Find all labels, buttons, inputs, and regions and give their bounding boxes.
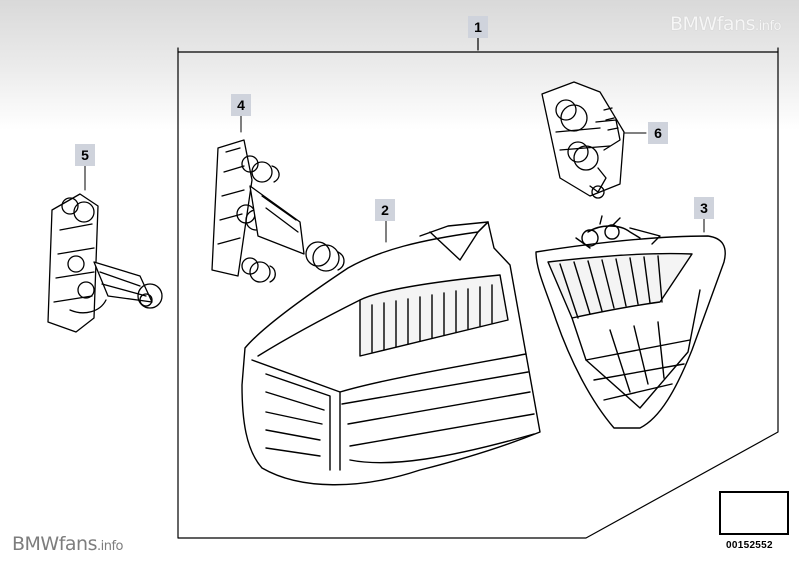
watermark-bottom-main: BMWfans [12,533,98,555]
inner-tail-light-drawing [535,215,726,429]
bulb-carrier-5-drawing [47,193,163,333]
callout-leaders [84,37,705,243]
outer-tail-light-drawing [241,221,541,486]
callout-2: 2 [375,199,395,221]
watermark-bottom: BMWfans.info [12,533,124,555]
callout-4: 4 [231,94,251,116]
watermark-bottom-suffix: .info [97,539,124,554]
callout-6: 6 [648,122,668,144]
reference-symbol-box [719,491,789,535]
assembly-frame [177,37,779,539]
watermark-top-main: BMWfans [669,13,756,35]
callout-1: 1 [468,16,488,38]
bulb-carrier-4-drawing [211,139,345,283]
watermark-top: BMWfans.info [669,13,782,35]
callout-5: 5 [75,144,95,166]
watermark-top-suffix: .info [754,19,782,34]
reference-number: 00152552 [726,540,773,551]
callout-3: 3 [694,197,714,219]
bulb-holder-6-drawing [541,81,625,199]
